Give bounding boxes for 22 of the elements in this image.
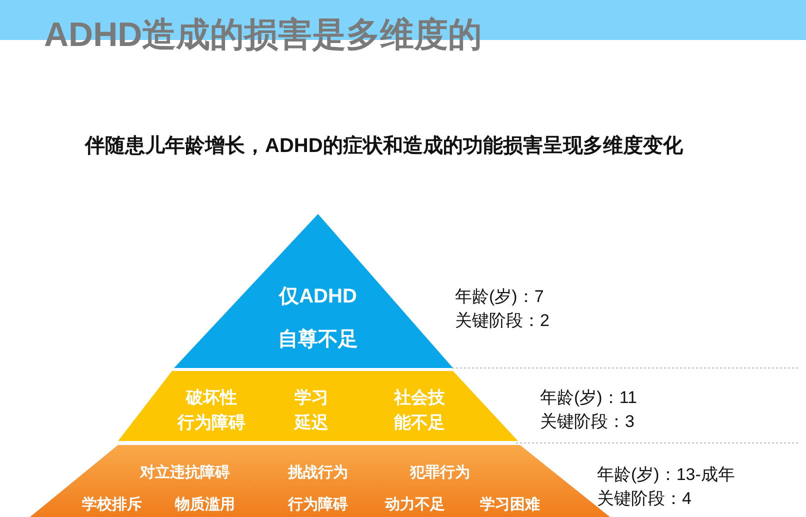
band-label: 自尊不足 xyxy=(278,327,358,352)
age-note: 关键阶段：2 xyxy=(455,310,550,332)
age-note: 年龄(岁)：11 xyxy=(540,387,637,409)
band-label: 仅ADHD xyxy=(279,284,357,310)
band-label: 动力不足 xyxy=(385,495,445,515)
band-label: 犯罪行为 xyxy=(410,463,470,483)
band-label: 学校排斥 xyxy=(82,495,142,515)
band-label: 学习延迟 xyxy=(294,387,330,434)
band-label: 对立违抗障碍 xyxy=(140,463,230,483)
age-note: 年龄(岁)：7 xyxy=(455,286,544,308)
subtitle: 伴随患儿年龄增长，ADHD的症状和造成的功能损害呈现多维度变化 xyxy=(85,134,683,159)
band-label: 社会技能不足 xyxy=(394,387,446,434)
band-label: 行为障碍 xyxy=(288,495,348,515)
band-label: 学习困难 xyxy=(480,495,540,515)
band-label: 物质滥用 xyxy=(175,495,235,515)
band-label: 破坏性行为障碍 xyxy=(178,387,246,434)
band-label: 挑战行为 xyxy=(288,463,348,483)
pyramid-band xyxy=(118,371,518,441)
age-note: 关键阶段：3 xyxy=(540,411,634,433)
age-note: 关键阶段：4 xyxy=(597,488,692,510)
age-note: 年龄(岁)：13-成年 xyxy=(597,464,735,486)
pyramid-top xyxy=(174,214,453,368)
